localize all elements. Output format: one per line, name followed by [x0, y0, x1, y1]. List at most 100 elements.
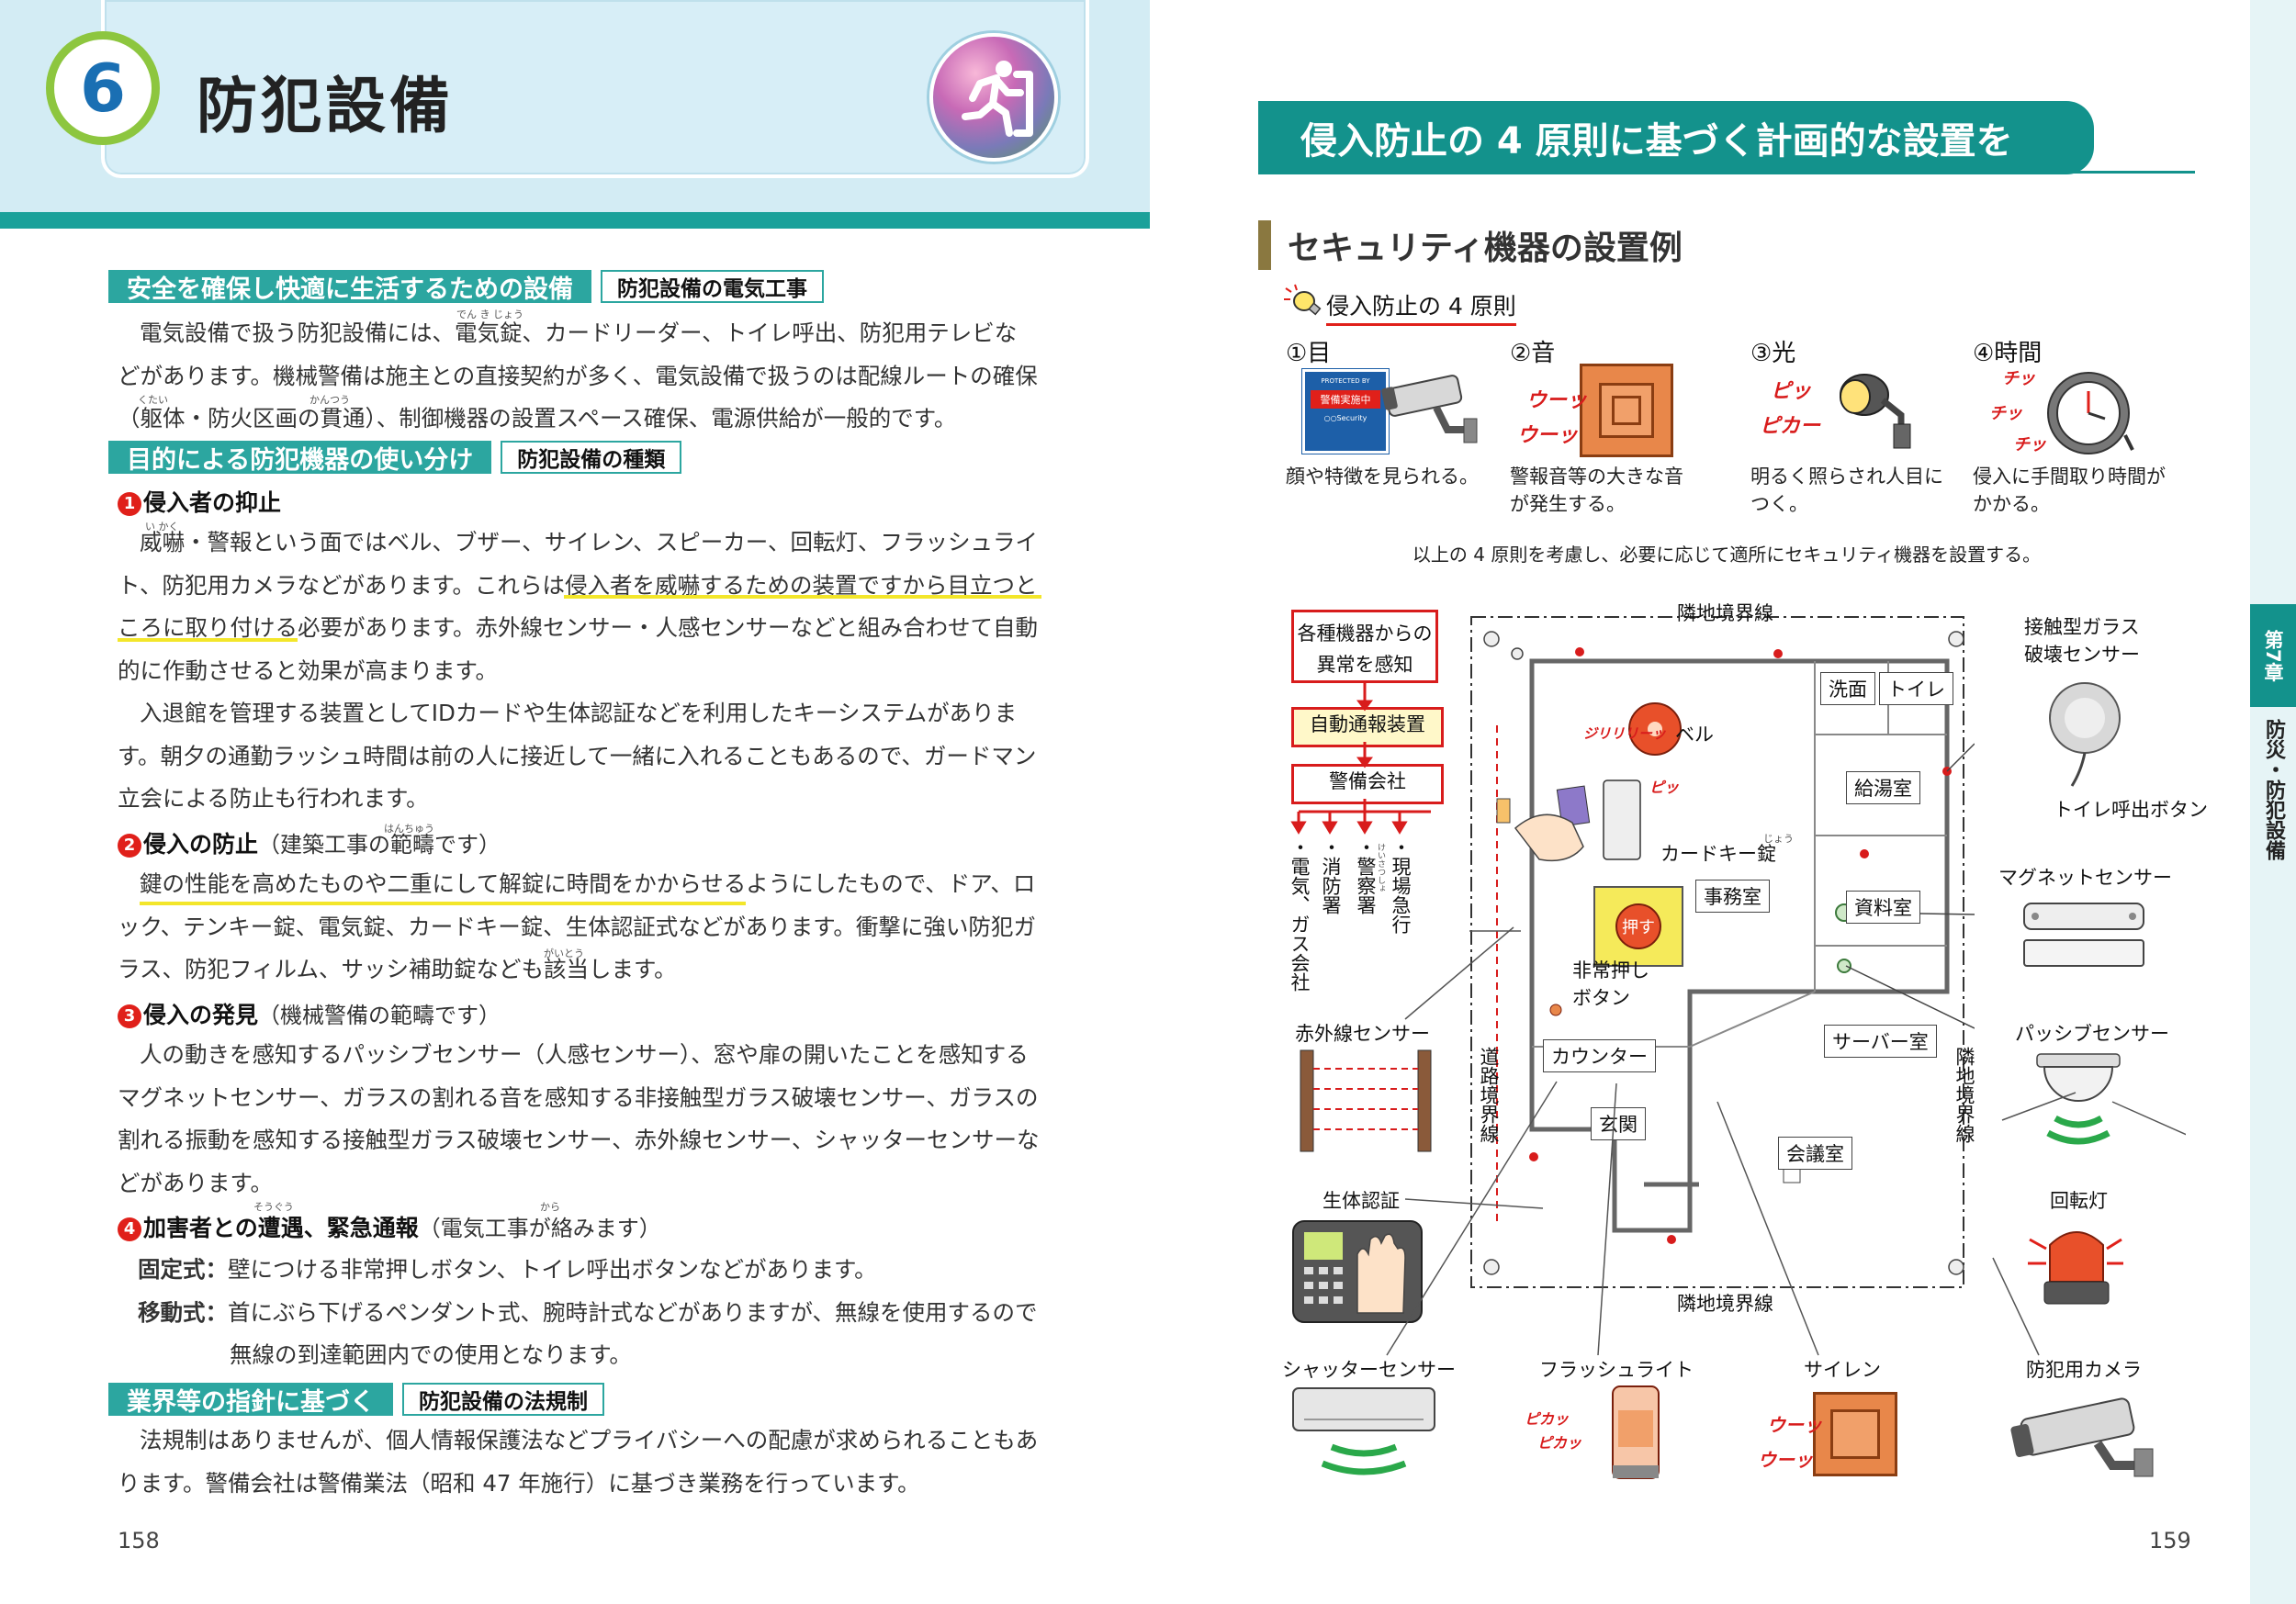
- timer-icon: [2041, 362, 2142, 466]
- room-archive: 資料室: [1846, 891, 1920, 924]
- boundary-bottom-label: 隣地境界線: [1677, 1293, 1773, 1315]
- sound-effect: ウーッ: [1517, 424, 1579, 447]
- item3-paragraph: 人の動きを感知するパッシブセンサー（人感センサー）、窓や扉の開いたことを感知する…: [118, 1034, 1043, 1205]
- text-line: ります。警備会社は警備業法（昭和 47 年施行）に基づき業務を行っています。: [118, 1469, 920, 1497]
- siren-effect: ウーッ: [1767, 1414, 1822, 1436]
- text-line: 法規制はありませんが、個人情報保護法などプライバシーへの配慮が求められることもあ: [140, 1427, 1039, 1453]
- room-counter: カウンター: [1543, 1039, 1656, 1072]
- floor-plan: 押す: [1470, 616, 1975, 1288]
- highlight-underline: [564, 595, 1041, 599]
- push-label: 押す: [1622, 918, 1655, 937]
- text-line: 入退館を管理する装置としてIDカードや生体認証などを利用したキーシステムがありま: [140, 700, 1018, 726]
- boundary-left-label: 道路境界線: [1478, 1047, 1500, 1143]
- text-line: マグネットセンサー、ガラスの割れる音を感知する非接触型ガラス破壊センサー、ガラス…: [118, 1083, 1039, 1111]
- shutter-sensor-icon: [1286, 1383, 1442, 1487]
- ruby-text: はんちゅう: [384, 823, 434, 835]
- sign-line: 警備実施中: [1311, 390, 1380, 409]
- flow-destination: ・警察署: [1355, 837, 1377, 914]
- rotating-light-icon: [2026, 1212, 2127, 1317]
- room-office: 事務室: [1695, 880, 1770, 913]
- text-line: ト、防犯用カメラなどがあります。これらは侵入者を威嚇するための装置ですから目立つ…: [118, 571, 1038, 599]
- flow-arrows: [1290, 683, 1431, 835]
- caption-line: かかる。: [1973, 493, 2050, 515]
- room-toilet: トイレ: [1879, 672, 1953, 705]
- number-badge: 4: [118, 1217, 141, 1241]
- flash-effect: ピカッ: [1537, 1434, 1582, 1452]
- highlight-underline: [140, 902, 746, 905]
- list-item: 固定式：壁につける非常押しボタン、トイレ呼出ボタンなどがあります。: [138, 1249, 1047, 1292]
- caption-line: 顔や特徴を見られる。: [1286, 465, 1479, 488]
- sound-effect: ウーッ: [1526, 389, 1588, 412]
- flow-text: 各種機器からの: [1297, 623, 1433, 645]
- rotating-light-label: 回転灯: [2050, 1190, 2108, 1212]
- principle-caption-time: 侵入に手間取り時間が かかる。: [1973, 463, 2166, 518]
- header-stripe: [0, 212, 1150, 229]
- flash-light-label: フラッシュライト: [1539, 1359, 1694, 1381]
- text-line: 電気設備で扱う防犯設備には、電気錠、カードリーダー、トイレ呼出、防犯用テレビな: [140, 320, 1018, 346]
- item2-paragraph: 鍵の性能を高めたものや二重にして解錠に時間をかからせるようにしたもので、ドア、ロ…: [118, 863, 1043, 992]
- siren-speaker-icon: [1580, 364, 1673, 457]
- bell-label: ベル: [1675, 723, 1714, 746]
- principle-label-sound: ②音: [1510, 340, 1556, 367]
- siren-label: サイレン: [1804, 1359, 1881, 1381]
- biometric-reader-icon: [1289, 1217, 1427, 1331]
- tick-effect: チッ: [2002, 369, 2035, 388]
- principles-heading: 侵入防止の 4 原則: [1326, 288, 1516, 326]
- infrared-sensor-label: 赤外線センサー: [1295, 1023, 1430, 1045]
- header-card: [101, 0, 1089, 178]
- chapter-title: 防犯設備: [197, 71, 454, 141]
- light-effect: ピカー: [1760, 415, 1821, 438]
- item-subtitle: （建築工事の範疇です）: [258, 832, 501, 858]
- tick-effect: チッ: [1989, 404, 2022, 423]
- law-paragraph: 法規制はありませんが、個人情報保護法などプライバシーへの配慮が求められることもあ…: [118, 1419, 1043, 1505]
- label-line: ボタン: [1572, 987, 1630, 1009]
- ruby-text: けいさつしょ: [1376, 843, 1385, 892]
- text-line: 立会による防止も行われます。: [118, 785, 429, 812]
- room-washroom: 洗面: [1820, 672, 1875, 705]
- room-server: サーバー室: [1824, 1025, 1937, 1058]
- siren-effect: ウーッ: [1758, 1449, 1813, 1471]
- caption-line: 侵入に手間取り時間が: [1973, 465, 2166, 488]
- chapter-side-tab: [2250, 0, 2296, 1604]
- item-term: 固定式：: [138, 1256, 228, 1283]
- flow-destination: ・現場急行: [1390, 837, 1412, 934]
- running-man-icon: [929, 33, 1058, 162]
- sign-line: ○○Security: [1323, 414, 1367, 422]
- security-camera-icon: [1381, 369, 1482, 455]
- room-entrance: 玄関: [1591, 1107, 1646, 1140]
- principle-label-time: ④時間: [1973, 340, 2043, 367]
- text-line: 割れる振動を感知する接触型ガラス破壊センサー、赤外線センサー、シャッターセンサー…: [118, 1127, 1040, 1153]
- number-badge: 1: [118, 492, 141, 516]
- highlight-underline: [118, 638, 298, 642]
- ruby-text: がいとう: [544, 948, 584, 959]
- section-header-types: 目的による防犯機器の使い分け 防犯設備の種類: [108, 441, 682, 475]
- text-line: 的に作動させると効果が高まります。: [118, 656, 499, 684]
- section-tag: 防犯設備の電気工事: [601, 270, 824, 303]
- text-line: どがあります。: [118, 1169, 274, 1196]
- section-label: 安全を確保し快適に生活するための設備: [108, 270, 591, 304]
- item-subtitle: （電気工事が絡みます）: [418, 1216, 661, 1241]
- label-line: 非常押し: [1572, 959, 1649, 981]
- ruby-text: そうぐう: [253, 1201, 294, 1213]
- camera-icon: [2002, 1388, 2158, 1484]
- number-badge: 2: [118, 834, 141, 858]
- caption-line: 明るく照らされ人目に: [1750, 465, 1943, 488]
- item-subtitle: （機械警備の範疇です）: [258, 1003, 501, 1028]
- lightbulb-icon: [1282, 283, 1322, 323]
- flash-light-icon: [1604, 1383, 1668, 1487]
- shutter-sensor-label: シャッターセンサー: [1282, 1359, 1456, 1381]
- item-title: 加害者との遭遇、緊急通報: [143, 1215, 419, 1241]
- ruby-text: かんつう: [310, 394, 350, 406]
- section-tag: 防犯設備の法規制: [402, 1383, 604, 1416]
- principle-caption-sound: 警報音等の大きな音 が発生する。: [1510, 463, 1683, 518]
- security-sign: PROTECTED BY 警備実施中 ○○Security: [1302, 369, 1389, 454]
- infrared-sensor-icon: [1297, 1047, 1435, 1161]
- section-title: セキュリティ機器の設置例: [1258, 220, 1683, 270]
- ruby-text: い かく: [145, 521, 179, 533]
- floodlight-icon: [1828, 364, 1929, 459]
- text-line: 威嚇・警報という面ではベル、ブザー、サイレン、スピーカー、回転灯、フラッシュライ: [140, 529, 1039, 555]
- room-kitchenette: 給湯室: [1846, 771, 1920, 804]
